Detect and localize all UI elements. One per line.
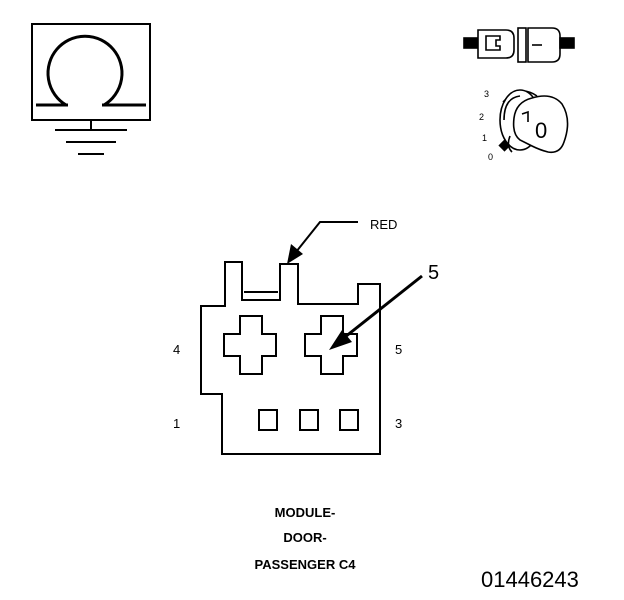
cavity-row-bottom bbox=[258, 409, 359, 431]
caption-line-2: DOOR- bbox=[283, 530, 326, 545]
pin-label-3: 3 bbox=[395, 416, 402, 431]
cavity-pin-5 bbox=[304, 315, 358, 375]
ignition-position-3: 3 bbox=[484, 89, 489, 99]
caption-line-1: MODULE- bbox=[275, 505, 336, 520]
pin-label-4: 4 bbox=[173, 342, 180, 357]
red-wire-leader bbox=[287, 221, 358, 264]
key-marking: 0 bbox=[535, 118, 547, 143]
ignition-key-icon: 0 3 2 1 0 bbox=[479, 89, 569, 162]
callout-number: 5 bbox=[428, 262, 439, 284]
cavity-pin-1 bbox=[258, 409, 278, 431]
ignition-position-1: 1 bbox=[482, 133, 487, 143]
ignition-position-2: 2 bbox=[479, 112, 484, 122]
cavity-pin-3 bbox=[339, 409, 359, 431]
pin-label-5: 5 bbox=[395, 342, 402, 357]
wire-color-label: RED bbox=[370, 217, 397, 232]
connector-body bbox=[200, 261, 381, 455]
callout-leader bbox=[329, 274, 423, 350]
cavity-pin-4 bbox=[223, 315, 277, 375]
part-number: 01446243 bbox=[481, 567, 579, 592]
caption-line-3: PASSENGER C4 bbox=[255, 557, 357, 572]
omega-ground-icon bbox=[31, 23, 151, 155]
ignition-position-0: 0 bbox=[488, 152, 493, 162]
cavity-pin-2 bbox=[299, 409, 319, 431]
pin-label-1: 1 bbox=[173, 416, 180, 431]
connector-pair-icon bbox=[463, 27, 575, 63]
